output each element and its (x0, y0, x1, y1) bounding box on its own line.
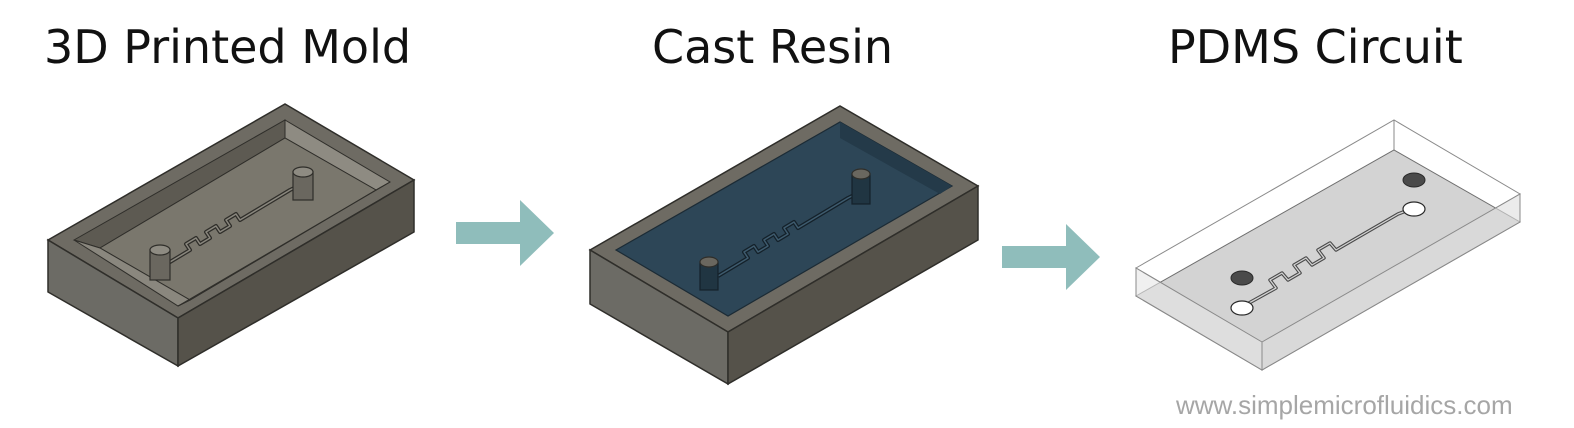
pdms-port (1230, 270, 1254, 286)
watermark-url: www.simplemicrofluidics.com (1176, 390, 1513, 420)
pdms-illustration (1134, 119, 1522, 371)
pdms-port (1230, 300, 1254, 316)
resin-wall (840, 122, 952, 194)
pdms-slab-top (1134, 149, 1522, 371)
arrow-right-icon (456, 200, 554, 266)
stage-title-mold: 3D Printed Mold (44, 20, 412, 74)
mold-cavity-wall (177, 181, 391, 307)
mold-side-right (177, 178, 415, 368)
pdms-port (1402, 201, 1426, 217)
arrow-right-icon (1002, 224, 1100, 290)
mold-illustration (46, 103, 416, 368)
pdms-port (1402, 172, 1426, 188)
resin-mold-side-right (727, 184, 979, 386)
stage-title-pdms: PDMS Circuit (1168, 20, 1463, 74)
pdms-slab-side (1261, 193, 1521, 371)
resin-illustration (588, 105, 980, 386)
stage-title-resin: Cast Resin (652, 20, 894, 74)
